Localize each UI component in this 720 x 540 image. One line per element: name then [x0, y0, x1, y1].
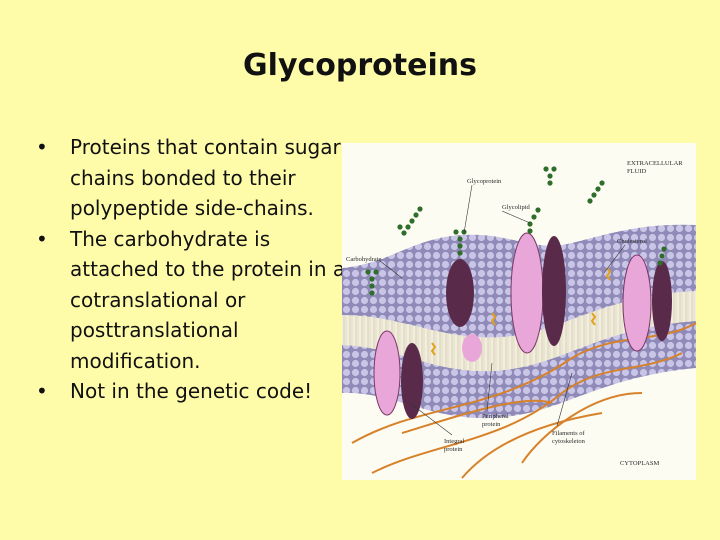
bullet-text: Proteins that contain sugar chains bonde… [70, 135, 341, 220]
label-leader-lines [379, 184, 626, 436]
integral-proteins [373, 232, 672, 419]
label-carbohydrate: Carbohydrate [346, 256, 381, 263]
label-cytoplasm: CYTOPLASM [620, 460, 659, 467]
label-glycolipid: Glycolipid [502, 204, 531, 211]
cytoskeleton-filaments [351, 322, 696, 479]
label-filaments-2: cytoskeleton [552, 438, 586, 445]
bullet-item: • Not in the genetic code! [30, 376, 360, 407]
label-extracellular: EXTRACELLULAR [627, 160, 683, 167]
bullet-icon: • [36, 379, 48, 403]
bullet-item: • Proteins that contain sugar chains bon… [30, 132, 360, 224]
label-cholesterol: Cholesterol [617, 238, 647, 245]
label-fluid: FLUID [627, 168, 646, 175]
label-integral-1: Integral [444, 438, 464, 445]
bullet-list: • Proteins that contain sugar chains bon… [30, 132, 360, 407]
bullet-text: Not in the genetic code! [70, 379, 313, 403]
label-glycoprotein: Glycoprotein [467, 178, 502, 185]
bullet-icon: • [36, 226, 48, 251]
bullet-icon: • [36, 135, 48, 159]
label-peripheral-2: protein [482, 421, 501, 428]
cholesterol-molecules [430, 267, 612, 356]
bullet-item: • The carbohydrate is attached to the pr… [30, 224, 360, 377]
label-filaments-1: Filaments of [552, 430, 586, 437]
cell-membrane-illustration: EXTRACELLULAR FLUID Glycoprotein Glycoli… [342, 143, 696, 480]
label-peripheral-1: Peripheral [482, 413, 509, 420]
label-integral-2: protein [444, 446, 463, 453]
bullet-text: The carbohydrate is attached to the prot… [70, 226, 346, 373]
slide-title: Glycoproteins [243, 48, 477, 83]
membrane-diagram: EXTRACELLULAR FLUID Glycoprotein Glycoli… [342, 160, 696, 479]
membrane-tails [342, 288, 696, 372]
